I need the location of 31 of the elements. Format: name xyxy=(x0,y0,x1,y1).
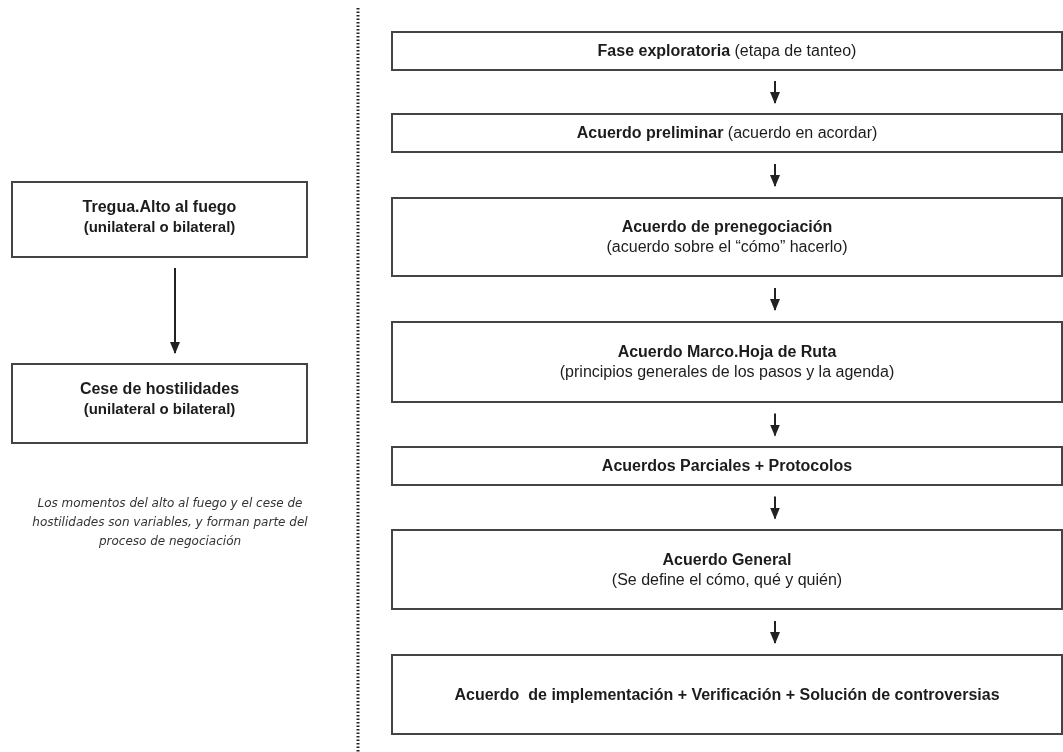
arrow xyxy=(770,287,780,311)
box-subtitle: (acuerdo sobre el “cómo” hacerlo) xyxy=(606,237,848,257)
process-box xyxy=(11,363,308,444)
box-subtitle: (Se define el cómo, qué y quién) xyxy=(611,569,843,590)
box-heading: Fase exploratoria (etapa de tanteo) xyxy=(597,41,857,61)
arrow xyxy=(770,163,780,187)
process-box xyxy=(391,321,1063,403)
arrow xyxy=(770,412,780,437)
process-box xyxy=(391,113,1063,153)
note-text: Los momentos del alto al fuego y el cese de hostilidades son variables, y forman parte del proceso de negociación xyxy=(31,495,309,550)
box-heading: Acuerdo Marco.Hoja de Ruta xyxy=(617,342,837,362)
box-subtitle: (unilateral o bilateral) xyxy=(83,217,236,237)
box-heading: Tregua.Alto al fuego xyxy=(82,197,237,217)
box-heading: Cese de hostilidades xyxy=(79,379,240,399)
box-heading: Acuerdo de implementación + Verificación + Solución de controversias xyxy=(454,684,1000,705)
process-box xyxy=(11,181,308,258)
box-heading: Acuerdo General xyxy=(662,549,792,570)
box-heading: Acuerdos Parciales + Protocolos xyxy=(601,456,853,476)
arrow xyxy=(770,80,780,104)
process-box xyxy=(391,654,1063,735)
box-subtitle: (unilateral o bilateral) xyxy=(83,399,236,419)
process-box xyxy=(391,529,1063,610)
box-heading: Acuerdo preliminar (acuerdo en acordar) xyxy=(576,123,878,143)
arrow xyxy=(770,495,780,520)
process-box xyxy=(391,197,1063,277)
arrow xyxy=(170,267,180,354)
process-box xyxy=(391,31,1063,71)
box-heading: Acuerdo de prenegociación xyxy=(621,217,833,237)
box-subtitle: (principios generales de los pasos y la agenda) xyxy=(559,362,895,382)
process-box xyxy=(391,446,1063,486)
arrow xyxy=(770,620,780,644)
